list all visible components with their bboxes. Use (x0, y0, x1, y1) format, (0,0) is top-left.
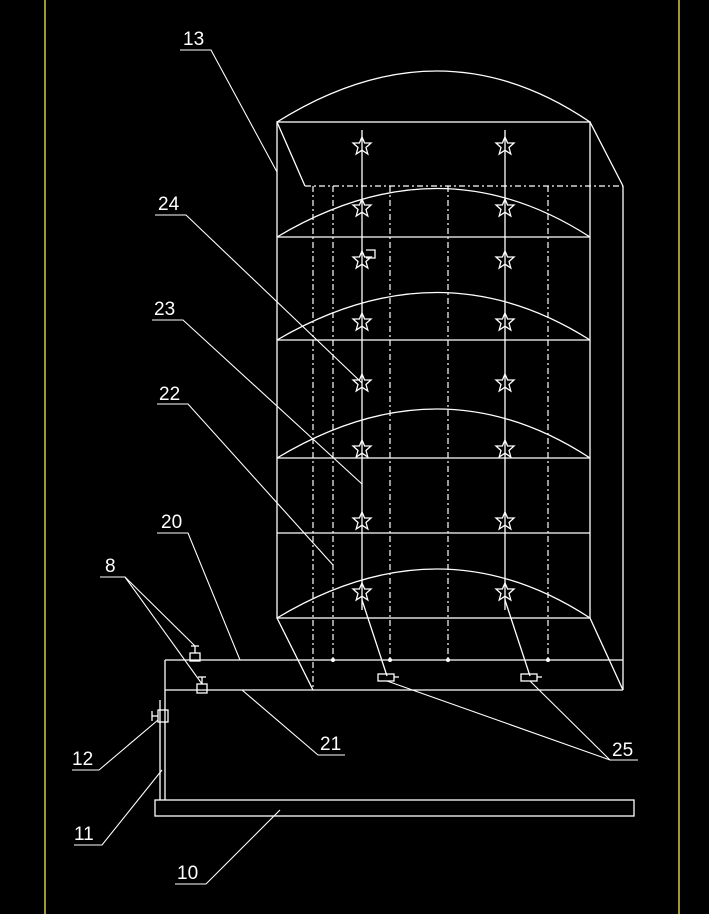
shelf-arch-1 (276, 187, 591, 238)
frame (44, 0, 680, 914)
sprinkler-heads (351, 135, 516, 602)
label-12: 12 (72, 749, 93, 770)
sprinkler-star-icon (351, 372, 373, 393)
sprinkler-star-icon (494, 438, 516, 459)
sprinkler-star-icon (494, 581, 516, 602)
shelf-arch-2 (276, 291, 591, 341)
sprinkler-star-icon (494, 249, 516, 270)
sprinkler-star-icon (494, 372, 516, 393)
sprinkler-star-icon (351, 311, 373, 332)
sprinkler-feed-left (361, 599, 388, 677)
leader-8a (100, 576, 196, 647)
label-13: 13 (183, 29, 204, 50)
label-24: 24 (158, 194, 180, 215)
sprinkler-star-icon (494, 135, 516, 156)
leader-25b (529, 680, 611, 761)
bottom-left-depth-edge (276, 617, 314, 691)
bottom-right-depth-edge (589, 617, 624, 691)
leader-8b (124, 576, 203, 685)
label-25: 25 (612, 740, 633, 761)
label-10: 10 (177, 863, 198, 884)
label-23: 23 (154, 299, 175, 320)
top-roof-arch (276, 70, 591, 123)
sprinkler-star-icon (494, 510, 516, 531)
labels: 13 24 23 22 20 8 12 11 10 21 25 (72, 29, 633, 884)
sprinkler-star-icon (351, 510, 373, 531)
leader-20 (157, 532, 241, 661)
leader-lines (72, 49, 638, 885)
leader-23 (152, 319, 363, 485)
front-face (276, 121, 591, 619)
greenhouse-frame (276, 70, 624, 691)
valve-8-upper (189, 645, 201, 662)
label-21: 21 (320, 734, 341, 755)
sprinkler-star-icon (351, 438, 373, 459)
shelf-arch-3 (276, 408, 591, 459)
piping-network (151, 645, 623, 800)
valve-12 (151, 709, 169, 723)
sprinkler-star-icon (351, 197, 373, 218)
leader-11 (74, 769, 163, 846)
sensor-flag-icon (366, 249, 376, 259)
label-22: 22 (159, 384, 180, 405)
label-11: 11 (74, 824, 94, 845)
leader-13 (180, 49, 278, 173)
base-tank-10 (154, 799, 635, 817)
sprinkler-star-icon (351, 581, 373, 602)
roof-right-slope (589, 121, 624, 187)
valve-25-right (520, 673, 542, 682)
label-8: 8 (105, 556, 116, 577)
sprinkler-feed-right (504, 599, 531, 677)
leader-12 (72, 719, 159, 771)
leader-24 (155, 214, 363, 384)
shelf-arch-4 (276, 568, 591, 619)
sprinkler-star-icon (351, 135, 373, 156)
leader-25a (386, 680, 638, 761)
leader-21 (241, 689, 345, 756)
sprinkler-star-icon (494, 311, 516, 332)
valve-25-left (377, 673, 399, 682)
label-20: 20 (161, 512, 182, 533)
top-left-depth-edge (276, 121, 306, 187)
leader-22 (157, 403, 334, 566)
leader-10 (175, 809, 281, 885)
sprinkler-star-icon (351, 249, 373, 270)
sprinkler-star-icon (494, 197, 516, 218)
